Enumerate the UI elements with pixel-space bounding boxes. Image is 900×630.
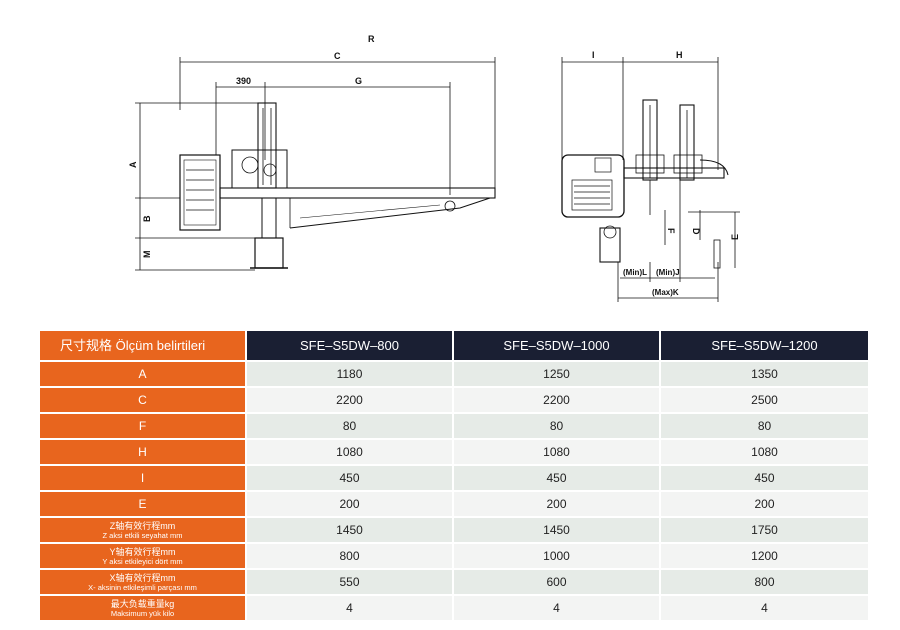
row-label: E bbox=[40, 492, 245, 516]
table-cell: 600 bbox=[454, 570, 659, 594]
dim-label-min-l: (Min)L bbox=[623, 268, 647, 277]
table-cell: 200 bbox=[661, 492, 868, 516]
row-label: Y轴有效行程mm Y aksi etkileyici dört mm bbox=[40, 544, 245, 568]
header-model-1000: SFE–S5DW–1000 bbox=[454, 331, 659, 360]
dim-label-g: G bbox=[355, 76, 362, 86]
table-cell: 2200 bbox=[454, 388, 659, 412]
dim-label-min-j: (Min)J bbox=[656, 268, 680, 277]
dim-label-c: C bbox=[334, 51, 341, 61]
table-cell: 450 bbox=[454, 466, 659, 490]
table-row: F 80 80 80 bbox=[40, 414, 868, 438]
dim-label-r: R bbox=[368, 34, 375, 44]
table-cell: 80 bbox=[454, 414, 659, 438]
table-cell: 1450 bbox=[454, 518, 659, 542]
table-cell: 2500 bbox=[661, 388, 868, 412]
row-label: A bbox=[40, 362, 245, 386]
dim-label-h: H bbox=[676, 50, 683, 60]
table-cell: 800 bbox=[247, 544, 452, 568]
table-cell: 800 bbox=[661, 570, 868, 594]
table-cell: 80 bbox=[247, 414, 452, 438]
table-cell: 450 bbox=[661, 466, 868, 490]
table-cell: 200 bbox=[247, 492, 452, 516]
table-cell: 1450 bbox=[247, 518, 452, 542]
dim-label-e: E bbox=[730, 234, 740, 240]
table-row: H 1080 1080 1080 bbox=[40, 440, 868, 464]
row-label: C bbox=[40, 388, 245, 412]
table-cell: 1180 bbox=[247, 362, 452, 386]
table-cell: 1350 bbox=[661, 362, 868, 386]
table-cell: 1750 bbox=[661, 518, 868, 542]
table-cell: 450 bbox=[247, 466, 452, 490]
table-cell: 2200 bbox=[247, 388, 452, 412]
table-header-row: 尺寸规格 Ölçüm belirtileri SFE–S5DW–800 SFE–… bbox=[40, 331, 868, 360]
table-row: Y轴有效行程mm Y aksi etkileyici dört mm 800 1… bbox=[40, 544, 868, 568]
spec-table: 尺寸规格 Ölçüm belirtileri SFE–S5DW–800 SFE–… bbox=[40, 331, 868, 622]
table-row: E 200 200 200 bbox=[40, 492, 868, 516]
dim-label-a: A bbox=[128, 161, 138, 168]
row-label: I bbox=[40, 466, 245, 490]
dim-label-b: B bbox=[142, 215, 152, 222]
table-row: I 450 450 450 bbox=[40, 466, 868, 490]
table-cell: 550 bbox=[247, 570, 452, 594]
table-cell: 4 bbox=[247, 596, 452, 620]
dim-label-f: F bbox=[666, 228, 676, 234]
table-row: Z轴有效行程mm Z aksi etkili seyahat mm 1450 1… bbox=[40, 518, 868, 542]
row-label: F bbox=[40, 414, 245, 438]
header-model-1200: SFE–S5DW–1200 bbox=[661, 331, 868, 360]
table-cell: 1000 bbox=[454, 544, 659, 568]
dim-label-i: I bbox=[592, 50, 595, 60]
row-label: Z轴有效行程mm Z aksi etkili seyahat mm bbox=[40, 518, 245, 542]
table-cell: 1080 bbox=[661, 440, 868, 464]
row-label: H bbox=[40, 440, 245, 464]
dim-label-390: 390 bbox=[236, 76, 251, 86]
table-cell: 200 bbox=[454, 492, 659, 516]
dim-label-max-k: (Max)K bbox=[652, 288, 679, 297]
table-cell: 1200 bbox=[661, 544, 868, 568]
table-cell: 4 bbox=[661, 596, 868, 620]
table-row: X轴有效行程mm X- aksinin etkileşimli parçası … bbox=[40, 570, 868, 594]
dim-label-m: M bbox=[142, 251, 152, 259]
table-row: C 2200 2200 2500 bbox=[40, 388, 868, 412]
table-cell: 1250 bbox=[454, 362, 659, 386]
header-model-800: SFE–S5DW–800 bbox=[247, 331, 452, 360]
technical-drawing: R C 390 G A B M I H F D E (Min)L (Min)J … bbox=[128, 34, 740, 302]
row-label: X轴有效行程mm X- aksinin etkileşimli parçası … bbox=[40, 570, 245, 594]
dim-label-d: D bbox=[691, 228, 701, 235]
table-row: 最大负载重量kg Maksimum yük kilo 4 4 4 bbox=[40, 596, 868, 620]
table-cell: 4 bbox=[454, 596, 659, 620]
table-cell: 1080 bbox=[454, 440, 659, 464]
table-cell: 1080 bbox=[247, 440, 452, 464]
table-row: A 1180 1250 1350 bbox=[40, 362, 868, 386]
table-cell: 80 bbox=[661, 414, 868, 438]
row-label: 最大负载重量kg Maksimum yük kilo bbox=[40, 596, 245, 620]
header-spec-label: 尺寸规格 Ölçüm belirtileri bbox=[40, 331, 245, 360]
